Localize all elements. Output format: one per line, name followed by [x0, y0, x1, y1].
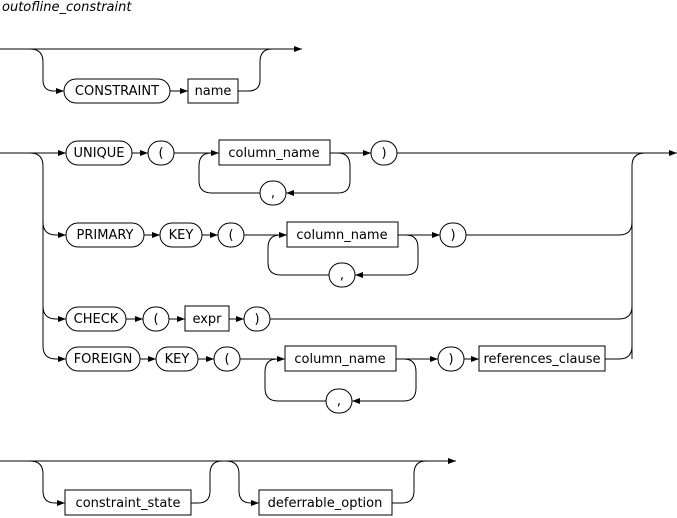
- row4-key-label: KEY: [165, 352, 190, 367]
- row1-column-name: [218, 139, 331, 166]
- row1-rparen: [370, 140, 398, 166]
- row1-rparen-label: ): [381, 146, 386, 161]
- constraint-state-label: constraint_state: [76, 496, 181, 511]
- row4-comma-label: ,: [337, 394, 341, 409]
- references-clause-label: references_clause: [483, 352, 600, 367]
- deferrable-option-label: deferrable_option: [268, 496, 383, 511]
- name-box: [187, 78, 239, 104]
- row2-column-name-label: column_name: [296, 228, 387, 243]
- section-constraint-name: CONSTRAINT name: [0, 46, 302, 104]
- row2-comma-label: ,: [340, 268, 344, 283]
- constraint-keyword-label: CONSTRAINT: [75, 84, 159, 99]
- row1-lparen-label: (: [158, 146, 163, 161]
- references-clause-box: [478, 345, 606, 372]
- unique-label: UNIQUE: [73, 146, 124, 161]
- row4-rparen-label: ): [448, 352, 453, 367]
- row3-lparen-label: (: [153, 312, 158, 327]
- row1-comma-label: ,: [271, 186, 275, 201]
- section-state-options: constraint_state deferrable_option: [0, 458, 456, 516]
- expr-label: expr: [192, 312, 222, 327]
- row2-rparen-label: ): [450, 228, 455, 243]
- row3-rparen: [243, 306, 271, 332]
- diagram-title: outofline_constraint: [2, 0, 132, 15]
- row4-column-name-label: column_name: [294, 352, 385, 367]
- row2-column-name: [286, 221, 399, 248]
- check-label: CHECK: [74, 312, 119, 327]
- row1-column-name-label: column_name: [228, 146, 319, 161]
- section-constraint-types: UNIQUE ( column_name ) , PRIMARY KEY ( c…: [0, 139, 677, 414]
- row3-rparen-label: ): [254, 312, 259, 327]
- foreign-label: FOREIGN: [74, 352, 133, 367]
- row2-key-label: KEY: [169, 228, 194, 243]
- row2-rparen: [439, 222, 467, 248]
- row4-lparen-label: (: [224, 352, 229, 367]
- primary-label: PRIMARY: [77, 228, 134, 243]
- expr-box: [184, 305, 230, 332]
- deferrable-option-box: [258, 489, 393, 516]
- name-label: name: [195, 84, 232, 99]
- row2-lparen-label: (: [228, 228, 233, 243]
